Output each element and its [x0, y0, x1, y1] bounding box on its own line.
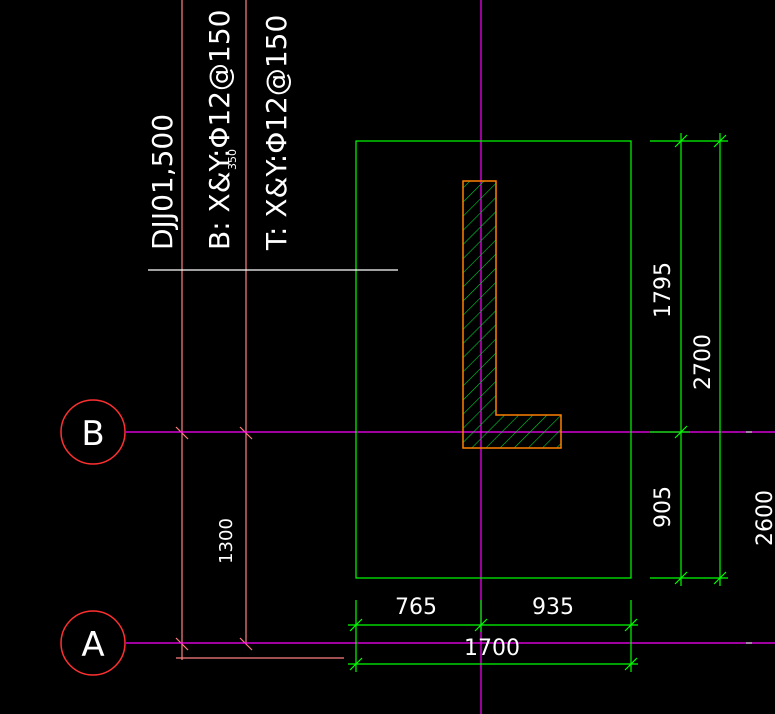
- dim-axis-spacing-right: 2600: [753, 490, 775, 546]
- axis-label-a: A: [81, 625, 104, 665]
- tick: [175, 637, 189, 651]
- dim-total-width: 1700: [464, 636, 520, 661]
- footing-id-label: DJJ01,500: [146, 114, 179, 250]
- bottom-rebar-label: B: X&Y:Φ12@150: [203, 10, 236, 251]
- vertical-dimension-group: [650, 133, 728, 586]
- dim-above-axis: 1795: [651, 262, 676, 318]
- tick: [239, 637, 253, 651]
- dim-below-axis: 905: [651, 486, 676, 528]
- dim-right-of-axis: 935: [532, 595, 574, 620]
- tick: [239, 426, 253, 440]
- axis-bubble-b: [60, 399, 126, 465]
- dim-total-height: 2700: [691, 334, 716, 390]
- dim-axis-spacing-left: 1300: [216, 518, 237, 564]
- dim-left-of-axis: 765: [395, 595, 437, 620]
- bottom-rebar-sub: 350: [226, 149, 239, 170]
- column-section: [462, 180, 562, 449]
- footing-outline: [355, 140, 632, 579]
- horizontal-dimension-group: [348, 600, 638, 672]
- axis-bubble-a: [60, 610, 126, 676]
- tick: [175, 426, 189, 440]
- axis-label-b: B: [81, 414, 104, 454]
- top-rebar-label: T: X&Y:Φ12@150: [260, 15, 293, 251]
